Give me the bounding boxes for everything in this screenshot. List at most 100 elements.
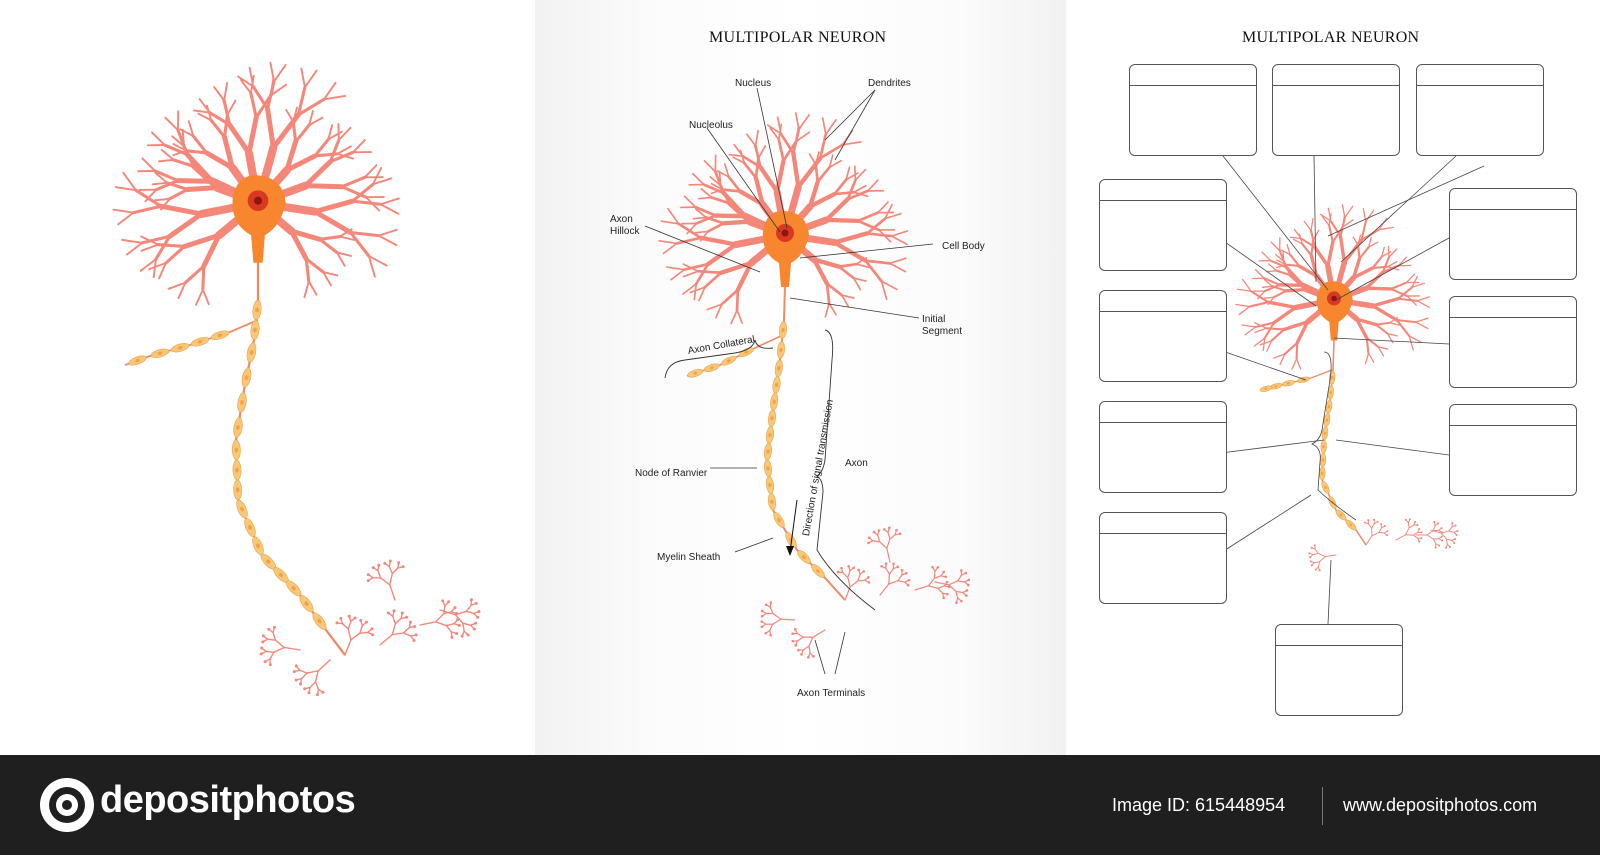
terminal-branch [949,585,956,592]
site-url[interactable]: www.depositphotos.com [1343,795,1537,816]
dendrite-branch [793,129,799,153]
dendrite-branch [855,170,865,181]
dendrite-branch [122,240,142,243]
terminal-branch [770,624,773,630]
dendrite-branch [293,122,295,142]
dendrite-branch [1245,327,1255,335]
blank-label-box [1449,296,1577,388]
label-myelin-sheath: Myelin Sheath [657,552,720,564]
axon-terminal-bouton [461,635,464,638]
axon-terminal-bouton [867,542,870,545]
dendrite-branch [1280,285,1303,286]
dendrite-branch [340,237,354,240]
dendrite-branch [270,63,274,82]
dendrite-branch [731,310,737,323]
dendrite-branch [694,284,696,300]
terminal-branch [381,578,390,585]
dendrite-branch [268,82,274,109]
dendrite-branch [1416,318,1428,322]
dendrite-branch [353,201,381,204]
dendrite-branch [1250,302,1269,306]
dendrite-branch [1285,343,1298,354]
axon-terminal-bouton [383,562,386,565]
terminal-branch [949,581,958,585]
axon-terminal-bouton [260,647,263,650]
dendrite-branch [187,155,212,182]
dendrite-branch [659,241,676,244]
axon-line [236,262,345,655]
axon-terminal-bouton [812,655,815,658]
blank-label-box [1099,401,1227,493]
label-node-of-ranvier: Node of Ranvier [635,468,707,480]
dendrite-branch [779,140,784,161]
dendrite-branch [701,189,711,198]
dendrite-branch [268,109,274,148]
axon-terminal-bouton [965,594,968,597]
axon-terminal-bouton [295,678,298,681]
dendrite-branch [170,214,202,236]
axon-terminal-bouton [316,693,319,696]
terminal-branch [395,618,401,623]
terminal-branch [446,626,451,632]
dendrite-branch [227,100,235,114]
terminal-branch [463,623,464,631]
axon-terminal-bouton [931,566,934,569]
axon-terminal-bouton [1433,521,1435,523]
terminal-branch [898,575,902,581]
axon-terminal-bouton [1386,530,1388,532]
dendrite-branch [113,210,133,213]
terminal-branch [436,622,447,626]
axon-line [767,285,845,600]
terminal-branch [1413,535,1417,538]
leader-line [735,538,773,552]
dendrite-branch [1304,221,1311,230]
axon-terminal-bouton [895,529,898,532]
dendrite-branch [309,281,317,294]
axon-terminal-bouton [402,565,405,568]
axon-terminal-bouton [415,633,418,636]
axon-terminal-bouton [1373,519,1375,521]
dendrite-branch [1366,272,1383,288]
terminal-branch [888,532,890,539]
dendrite-branch [1297,343,1298,359]
terminal-branch [813,630,825,637]
axon-terminal-bouton [413,625,416,628]
terminal-branch [848,571,850,578]
dendrite-branch [1368,353,1373,362]
dendrite-branch [1236,305,1250,307]
dendrite-branch [123,173,136,190]
axon-terminal-bouton [1386,534,1388,536]
blank-label-box [1416,64,1544,156]
terminal-branch [1366,536,1372,545]
labeled-neuron-diagram [535,0,1066,755]
axon-terminal-bouton [367,573,370,576]
dendrite-branch [737,310,742,323]
worksheet-leader-line [1336,440,1449,455]
dendrite-branch [351,233,379,236]
dendrite-branch [1268,302,1296,307]
axon-terminal-bouton [1455,524,1457,526]
axon-terminal-bouton [260,653,263,656]
terminal-branch [934,576,940,578]
dendrite-branch [1373,306,1397,320]
axon-terminal-bouton [412,639,415,642]
axon-terminal-bouton [794,644,797,647]
dendrite-branch [320,237,340,240]
axon-terminal-bouton [447,600,450,603]
dendrite-branch [1267,271,1277,272]
dendrite-branch [826,199,847,220]
dendrite-branch [799,115,809,129]
dendrite-branch [1272,329,1285,340]
dendrite-branch [858,213,878,221]
dendrite-branch [230,125,249,153]
dendrite-branch [796,113,799,129]
terminal-branch [880,542,887,549]
dendrite-branch [1286,267,1303,285]
dendrite-branch [187,188,217,190]
dendrite-branch [342,177,365,186]
terminal-branch [1315,549,1318,553]
dendrite-branch [306,162,331,186]
axon-terminal-bouton [905,572,908,575]
leader-line [790,298,919,318]
dendrite-branch [1397,320,1409,336]
